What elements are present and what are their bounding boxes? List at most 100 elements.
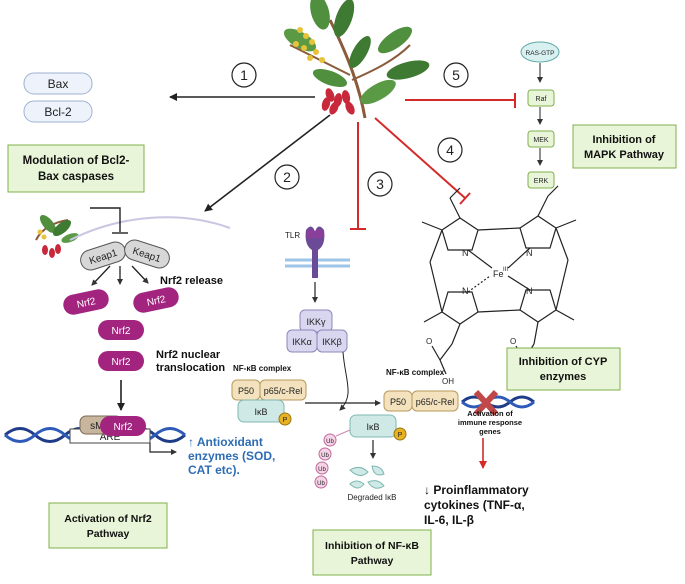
nfkb-complex-right: P50 p65/c-Rel (383, 390, 459, 412)
nrf2-bound: Nrf2 (100, 416, 146, 436)
svg-text:IL-6, IL-β: IL-6, IL-β (424, 513, 474, 527)
svg-text:P50: P50 (238, 386, 254, 396)
antioxidant-label: ↑ Antioxidant enzymes (SOD, CAT etc). (188, 435, 275, 477)
nrf2-release-label: Nrf2 release (160, 275, 223, 287)
keap1-left: Keap1 (80, 241, 126, 271)
activation-genes-label: Activation of immune response genes (458, 409, 522, 436)
raf-kinase: Raf (527, 89, 555, 107)
svg-text:genes: genes (479, 427, 501, 436)
nrf2-protein: Nrf2 (133, 287, 179, 313)
inhibit-keap1-line (90, 207, 121, 232)
heme-structure (421, 185, 577, 375)
nrf2-protein: Nrf2 (98, 351, 144, 371)
svg-text:RAS-GTP: RAS-GTP (526, 50, 555, 57)
box-nfkb-inhibition: Inhibition of NF-κB Pathway (312, 529, 432, 576)
nrf2-protein: Nrf2 (63, 289, 109, 315)
inhibition-step-5 (405, 93, 516, 108)
svg-text:O: O (510, 337, 516, 346)
nrf2-protein: Nrf2 (98, 320, 144, 340)
inhibition-step-3 (350, 122, 366, 230)
svg-text:2: 2 (283, 169, 291, 185)
svg-text:III: III (503, 267, 508, 273)
svg-text:Degraded IκB: Degraded IκB (348, 493, 397, 502)
step-circle-3: 3 (367, 171, 393, 197)
svg-text:Ub: Ub (317, 481, 325, 487)
arrow-step-2 (204, 114, 331, 212)
svg-text:Nrf2: Nrf2 (76, 296, 97, 311)
svg-text:Bax: Bax (48, 77, 69, 91)
svg-text:Inhibition of CYP: Inhibition of CYP (519, 356, 608, 368)
step-circle-1: 1 (231, 62, 257, 88)
svg-text:O: O (426, 337, 432, 346)
svg-text:Activation of: Activation of (467, 409, 513, 418)
svg-text:Pathway: Pathway (351, 555, 394, 567)
box-cyp-inhibition: Inhibition of CYP enzymes (506, 347, 621, 391)
svg-text:Ub: Ub (318, 467, 326, 473)
ubiquitin-chain: Ub Ub Ub Ub (314, 433, 337, 489)
tlr-label: TLR (285, 231, 300, 240)
svg-text:N: N (462, 286, 469, 296)
step-circle-2: 2 (274, 164, 300, 190)
bcl2-label: Bcl-2 (23, 100, 93, 123)
svg-text:Nrf2: Nrf2 (112, 357, 131, 368)
svg-text:Activation of Nrf2: Activation of Nrf2 (64, 513, 152, 525)
svg-text:Pathway: Pathway (87, 528, 130, 540)
inhibition-step-4 (374, 117, 471, 205)
cell-membrane-arc (69, 216, 231, 241)
svg-text:IκB: IκB (254, 407, 267, 417)
box-nrf2-activation: Activation of Nrf2 Pathway (48, 502, 168, 549)
svg-text:3: 3 (376, 176, 384, 192)
transcription-arrow (149, 443, 177, 455)
svg-text:IKKγ: IKKγ (306, 317, 326, 327)
nfkb-complex-label: NF-κB complex (233, 364, 292, 373)
svg-text:OH: OH (442, 377, 454, 386)
block-x-icon (473, 389, 499, 417)
svg-text:Ub: Ub (321, 453, 329, 459)
svg-text:P: P (283, 417, 288, 424)
svg-text:immune response: immune response (458, 418, 522, 427)
svg-text:IKKα: IKKα (292, 337, 312, 347)
svg-text:IκB: IκB (366, 422, 379, 432)
svg-text:ARE: ARE (100, 432, 121, 443)
keap1-right: Keap1 (124, 239, 170, 269)
svg-text:Nrf2: Nrf2 (146, 294, 167, 309)
svg-text:Bax caspases: Bax caspases (38, 171, 114, 183)
svg-text:4: 4 (446, 142, 454, 158)
ikb-degradation: IκB P (335, 414, 407, 441)
svg-text:MEK: MEK (533, 137, 549, 144)
svg-text:Bcl-2: Bcl-2 (44, 105, 72, 119)
svg-text:P50: P50 (390, 397, 406, 407)
box-bcl2-bax: Modulation of Bcl2- Bax caspases (7, 144, 145, 193)
svg-text:enzymes: enzymes (540, 371, 586, 383)
svg-text:↑ Antioxidant: ↑ Antioxidant (188, 435, 263, 449)
svg-text:Ub: Ub (326, 439, 334, 445)
step-circle-5: 5 (443, 62, 469, 88)
svg-text:p65/c-Rel: p65/c-Rel (416, 397, 455, 407)
svg-text:Inhibition of NF-κB: Inhibition of NF-κB (325, 540, 419, 552)
svg-text:enzymes (SOD,: enzymes (SOD, (188, 449, 275, 463)
nrf2-nuclear-label: Nrf2 nuclear (156, 349, 221, 361)
svg-text:p65/c-Rel: p65/c-Rel (264, 386, 303, 396)
svg-text:Inhibition of: Inhibition of (593, 134, 656, 146)
svg-text:Nrf2: Nrf2 (114, 422, 133, 433)
ikk-complex: IKKγ IKKα IKKβ (286, 309, 348, 353)
tlr-receptor (305, 226, 325, 278)
svg-text:1: 1 (240, 67, 248, 83)
svg-text:5: 5 (452, 67, 460, 83)
svg-text:Nrf2: Nrf2 (112, 326, 131, 337)
svg-text:Fe: Fe (493, 269, 504, 279)
svg-text:Modulation of Bcl2-: Modulation of Bcl2- (23, 155, 130, 167)
ras-gtp: RAS-GTP (520, 41, 560, 63)
nfkb-complex-label: NF-κB complex (386, 368, 445, 377)
cytokines-label: ↓ Proinflammatory cytokines (TNF-α, IL-6… (424, 483, 529, 527)
svg-text:ERK: ERK (534, 178, 549, 185)
mek-kinase: MEK (527, 130, 555, 148)
bax-label: Bax (23, 72, 93, 95)
svg-text:N: N (526, 248, 533, 258)
small-plant-icon (35, 214, 79, 258)
degraded-ikb: Degraded IκB (348, 465, 397, 502)
svg-text:CAT etc).: CAT etc). (188, 463, 240, 477)
svg-text:cytokines (TNF-α,: cytokines (TNF-α, (424, 498, 525, 512)
step-circle-4: 4 (437, 137, 463, 163)
plant-illustration (283, 0, 430, 119)
